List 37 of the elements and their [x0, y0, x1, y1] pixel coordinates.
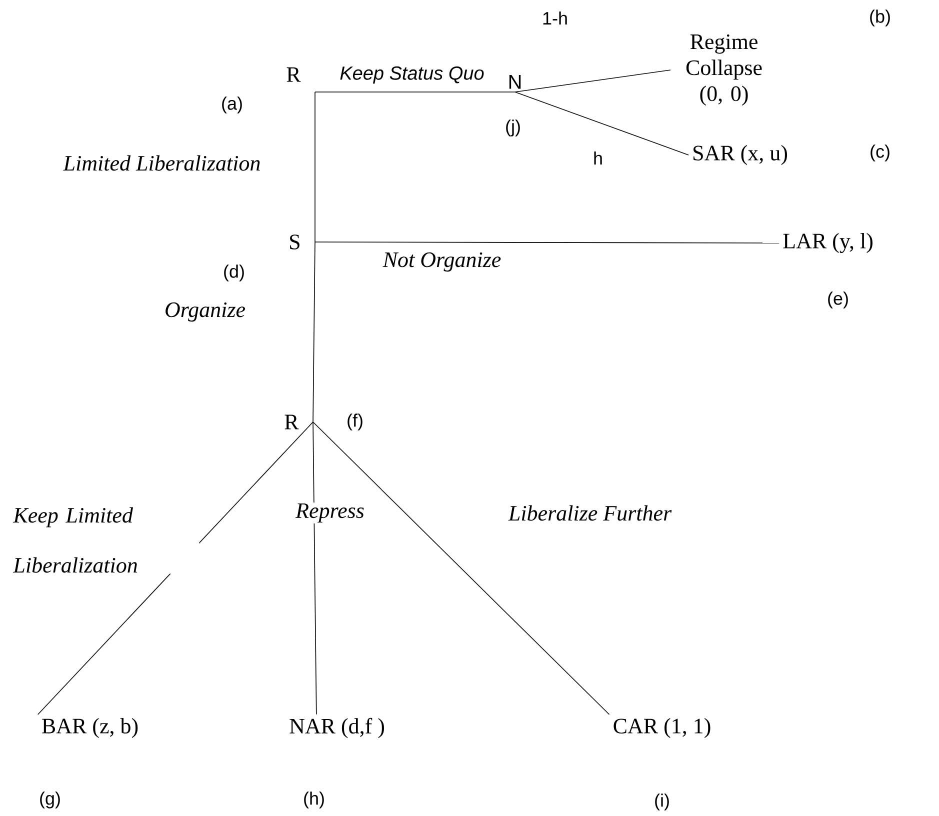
outcome-label: LAR (y, l) [783, 233, 872, 254]
decision-node-label: S [290, 234, 300, 250]
decision-node-label: R [286, 67, 301, 82]
outcome-label: SAR (x, u) [694, 145, 788, 165]
branch-line [514, 92, 689, 156]
outcome-label: CAR (1, 1) [614, 718, 710, 738]
edge-label: Not Organize [382, 251, 502, 273]
edge-label: Repress [294, 502, 366, 524]
branch-line [312, 242, 316, 422]
branch-line [514, 70, 671, 92]
outcome-label: Regime Collapse (0, 0) [686, 34, 762, 106]
letter-label: (b) [870, 10, 890, 26]
edge-label: Organize [163, 301, 247, 323]
edge-label: Keep Status Quo [338, 65, 486, 85]
letter-label: (e) [828, 292, 848, 308]
outcome-label: NAR (d,f ) [290, 718, 384, 738]
edge-label: Keep Limited Liberalization [12, 506, 200, 574]
branch-line [312, 422, 610, 715]
edge-label: Limited Liberalization [62, 154, 262, 172]
letter-label: (g) [40, 792, 60, 808]
outcome-label: BAR (z, b) [42, 718, 138, 738]
branch-line [312, 422, 317, 715]
edge-label: Liberalize Further [507, 504, 673, 522]
branch-line [314, 92, 316, 242]
edge-label: h [592, 150, 604, 166]
decision-node-label: R [284, 414, 299, 430]
branch-line [314, 242, 780, 244]
letter-label: (j) [506, 120, 520, 136]
letter-label: (d) [224, 264, 244, 282]
branch-line [38, 422, 314, 715]
letter-label: (f) [348, 414, 362, 430]
letter-label: (i) [655, 794, 669, 810]
chance-node-label: N [509, 75, 521, 89]
letter-label: (a) [222, 96, 242, 114]
letter-label: (h) [304, 792, 324, 808]
letter-label: (c) [870, 144, 890, 162]
edge-label: 1-h [541, 10, 570, 26]
